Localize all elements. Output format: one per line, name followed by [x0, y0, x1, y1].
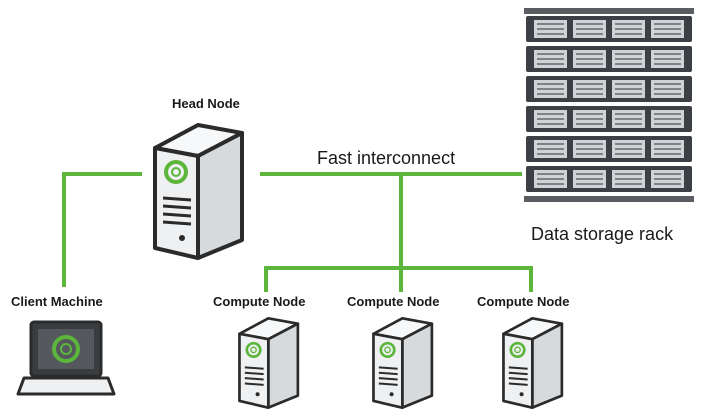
drive-slot — [615, 143, 642, 145]
drive-slot — [537, 33, 564, 35]
drive-slot — [615, 23, 642, 25]
client-machine-label: Client Machine — [11, 294, 103, 309]
drive-slot — [576, 123, 603, 125]
drive-slot — [576, 58, 603, 60]
drive-slot — [537, 63, 564, 65]
drive-slot — [654, 118, 681, 120]
drive-slot — [537, 93, 564, 95]
drive-slot — [654, 83, 681, 85]
compute-node-label: Compute Node — [213, 294, 306, 309]
laptop-icon — [16, 320, 116, 396]
drive-slot — [537, 178, 564, 180]
drive-slot — [537, 148, 564, 150]
drive-slot — [576, 23, 603, 25]
drive-slot — [654, 23, 681, 25]
drive-slot — [654, 173, 681, 175]
drive-slot — [576, 143, 603, 145]
drive-slot — [615, 148, 642, 150]
compute-node-label: Compute Node — [477, 294, 570, 309]
drive-slot — [654, 143, 681, 145]
drive-slot — [537, 118, 564, 120]
rack-unit — [526, 16, 692, 42]
interconnect-label: Fast interconnect — [317, 148, 456, 168]
rack-unit — [526, 166, 692, 192]
head-node-label: Head Node — [172, 96, 240, 111]
drive-slot — [654, 33, 681, 35]
drive-slot — [615, 93, 642, 95]
head-node-icon — [153, 123, 244, 260]
drive-slot — [615, 183, 642, 185]
drive-slot — [576, 83, 603, 85]
drive-slot — [537, 113, 564, 115]
storage-label: Data storage rack — [531, 224, 674, 244]
drive-slot — [537, 53, 564, 55]
drive-slot — [537, 143, 564, 145]
client-link — [62, 172, 142, 287]
drive-slot — [576, 118, 603, 120]
rack-unit — [526, 136, 692, 162]
rack-unit — [526, 76, 692, 102]
drive-slot — [654, 178, 681, 180]
drive-slot — [654, 123, 681, 125]
drive-slot — [537, 153, 564, 155]
drive-slot — [537, 58, 564, 60]
drive-slot — [615, 58, 642, 60]
drive-slot — [576, 153, 603, 155]
drive-slot — [615, 113, 642, 115]
drive-slot — [537, 23, 564, 25]
rack-unit — [526, 106, 692, 132]
drive-slot — [576, 183, 603, 185]
compute-node-icon — [372, 317, 434, 409]
drive-slot — [537, 173, 564, 175]
compute-node-label: Compute Node — [347, 294, 440, 309]
drive-slot — [654, 28, 681, 30]
drive-slot — [615, 153, 642, 155]
drive-slot — [654, 53, 681, 55]
drive-slot — [537, 88, 564, 90]
connection-lines — [62, 172, 533, 292]
drive-slot — [615, 118, 642, 120]
drive-slot — [654, 153, 681, 155]
drive-slot — [654, 148, 681, 150]
drive-slot — [615, 178, 642, 180]
drive-slot — [576, 93, 603, 95]
drive-slot — [615, 63, 642, 65]
drive-slot — [576, 148, 603, 150]
drive-slot — [576, 178, 603, 180]
drive-slot — [537, 183, 564, 185]
compute-node-icon — [238, 317, 300, 409]
drive-slot — [576, 173, 603, 175]
drive-slot — [576, 113, 603, 115]
drive-slot — [615, 28, 642, 30]
compute-node-icon — [502, 317, 564, 409]
compute-bus-link — [264, 266, 533, 292]
drive-slot — [615, 88, 642, 90]
drive-slot — [576, 88, 603, 90]
drive-slot — [654, 58, 681, 60]
drive-slot — [654, 63, 681, 65]
drive-slot — [654, 183, 681, 185]
drive-slot — [537, 123, 564, 125]
drive-slot — [615, 173, 642, 175]
drive-slot — [615, 123, 642, 125]
drive-slot — [576, 28, 603, 30]
drive-slot — [654, 113, 681, 115]
drive-slot — [537, 28, 564, 30]
storage-rack-icon — [524, 8, 694, 202]
drive-slot — [654, 93, 681, 95]
drive-slot — [615, 33, 642, 35]
drive-slot — [654, 88, 681, 90]
drive-slot — [576, 53, 603, 55]
drive-slot — [576, 33, 603, 35]
drive-slot — [615, 83, 642, 85]
rack-unit — [526, 46, 692, 72]
drive-slot — [537, 83, 564, 85]
drive-slot — [576, 63, 603, 65]
drive-slot — [615, 53, 642, 55]
